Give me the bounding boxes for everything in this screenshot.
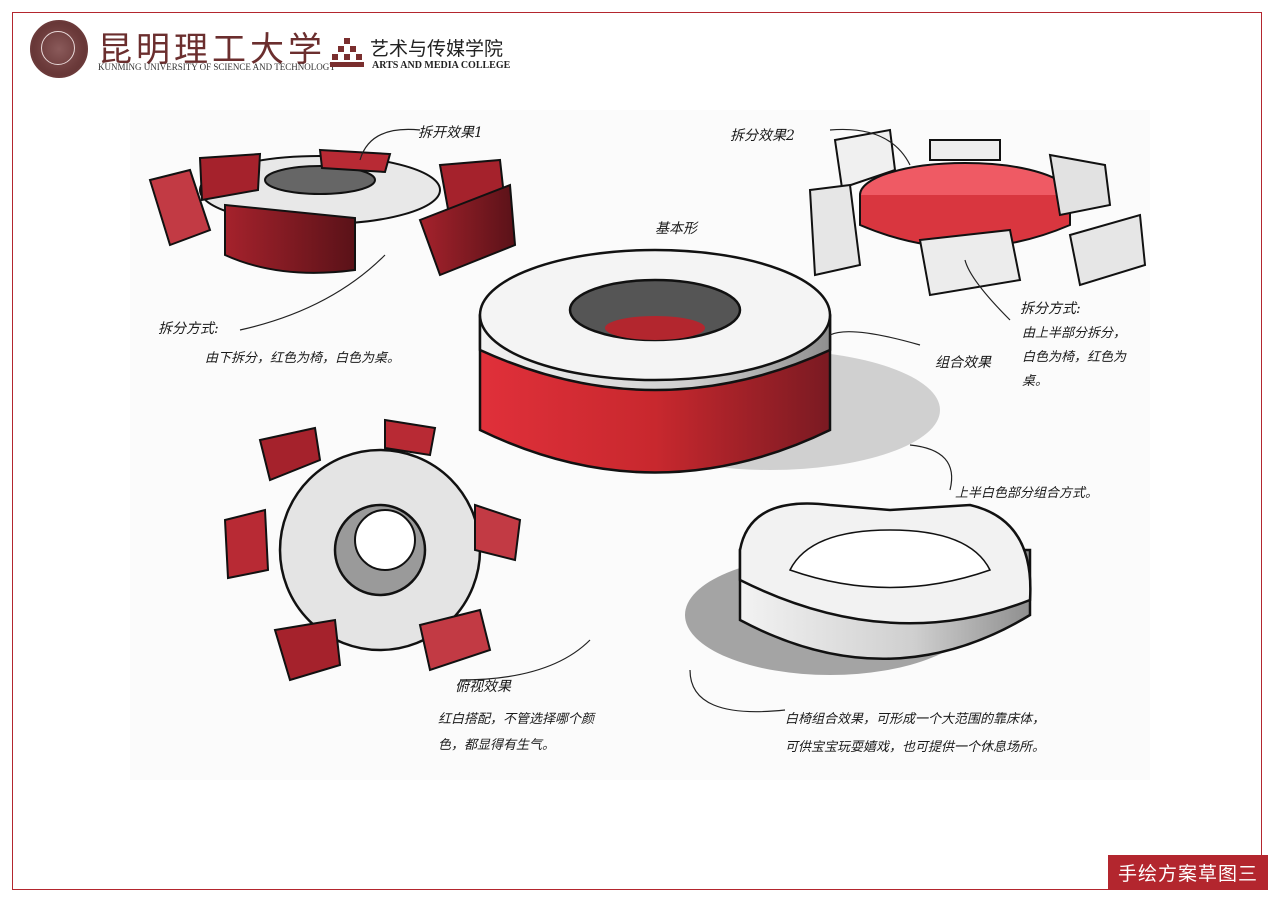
annotation-split-method-right-line3: 桌。	[1022, 374, 1049, 389]
white-combo-sketch	[685, 502, 1032, 675]
university-name-en: KUNMING UNIVERSITY OF SCIENCE AND TECHNO…	[98, 62, 336, 72]
annotation-basic-form: 基本形	[655, 221, 697, 237]
annotation-top-view: 俯视效果	[455, 679, 511, 695]
university-seal-icon	[30, 20, 88, 78]
annotation-split-method-right-line2: 白色为椅，红色为	[1022, 350, 1127, 365]
college-name: 艺术与传媒学院	[370, 38, 504, 60]
annotation-leader-lines	[239, 128, 1011, 713]
annotation-split-method-right: 拆分方式:	[1020, 301, 1081, 317]
split-effect-1-sketch	[148, 148, 517, 277]
college-name-en: ARTS AND MEDIA COLLEGE	[372, 60, 511, 71]
design-sketch	[130, 110, 1150, 780]
annotation-combined-effect: 组合效果	[935, 355, 991, 371]
basic-form-sketch	[478, 248, 940, 474]
seal-inner-ring	[41, 31, 75, 65]
annotation-chair-combo-line2: 可供宝宝玩耍嬉戏，也可提供一个休息场所。	[785, 740, 1046, 755]
split-effect-2-sketch	[808, 128, 1147, 297]
seal-text	[32, 22, 86, 76]
annotation-top-view-desc-line1: 红白搭配，不管选择哪个颜	[438, 712, 595, 727]
annotation-split-effect-1: 拆开效果1	[418, 125, 483, 141]
annotation-chair-combo-line1: 白椅组合效果，可形成一个大范围的靠床体，	[785, 712, 1046, 727]
university-name: 昆明理工大学	[98, 30, 326, 70]
page-caption: 手绘方案草图三	[1107, 855, 1268, 890]
annotation-split-method-left-desc: 由下拆分，红色为椅，白色为桌。	[205, 351, 401, 366]
college-logo-icon	[330, 38, 364, 67]
annotation-split-method-right-line1: 由上半部分拆分，	[1022, 326, 1127, 341]
page-border	[12, 12, 1262, 890]
annotation-top-white-combo: 上半白色部分组合方式。	[955, 486, 1099, 501]
annotation-split-effect-2: 拆分效果2	[730, 128, 795, 144]
top-view-sketch	[223, 418, 522, 682]
annotation-split-method-left: 拆分方式:	[158, 321, 219, 337]
annotation-top-view-desc-line2: 色，都显得有生气。	[438, 738, 556, 753]
